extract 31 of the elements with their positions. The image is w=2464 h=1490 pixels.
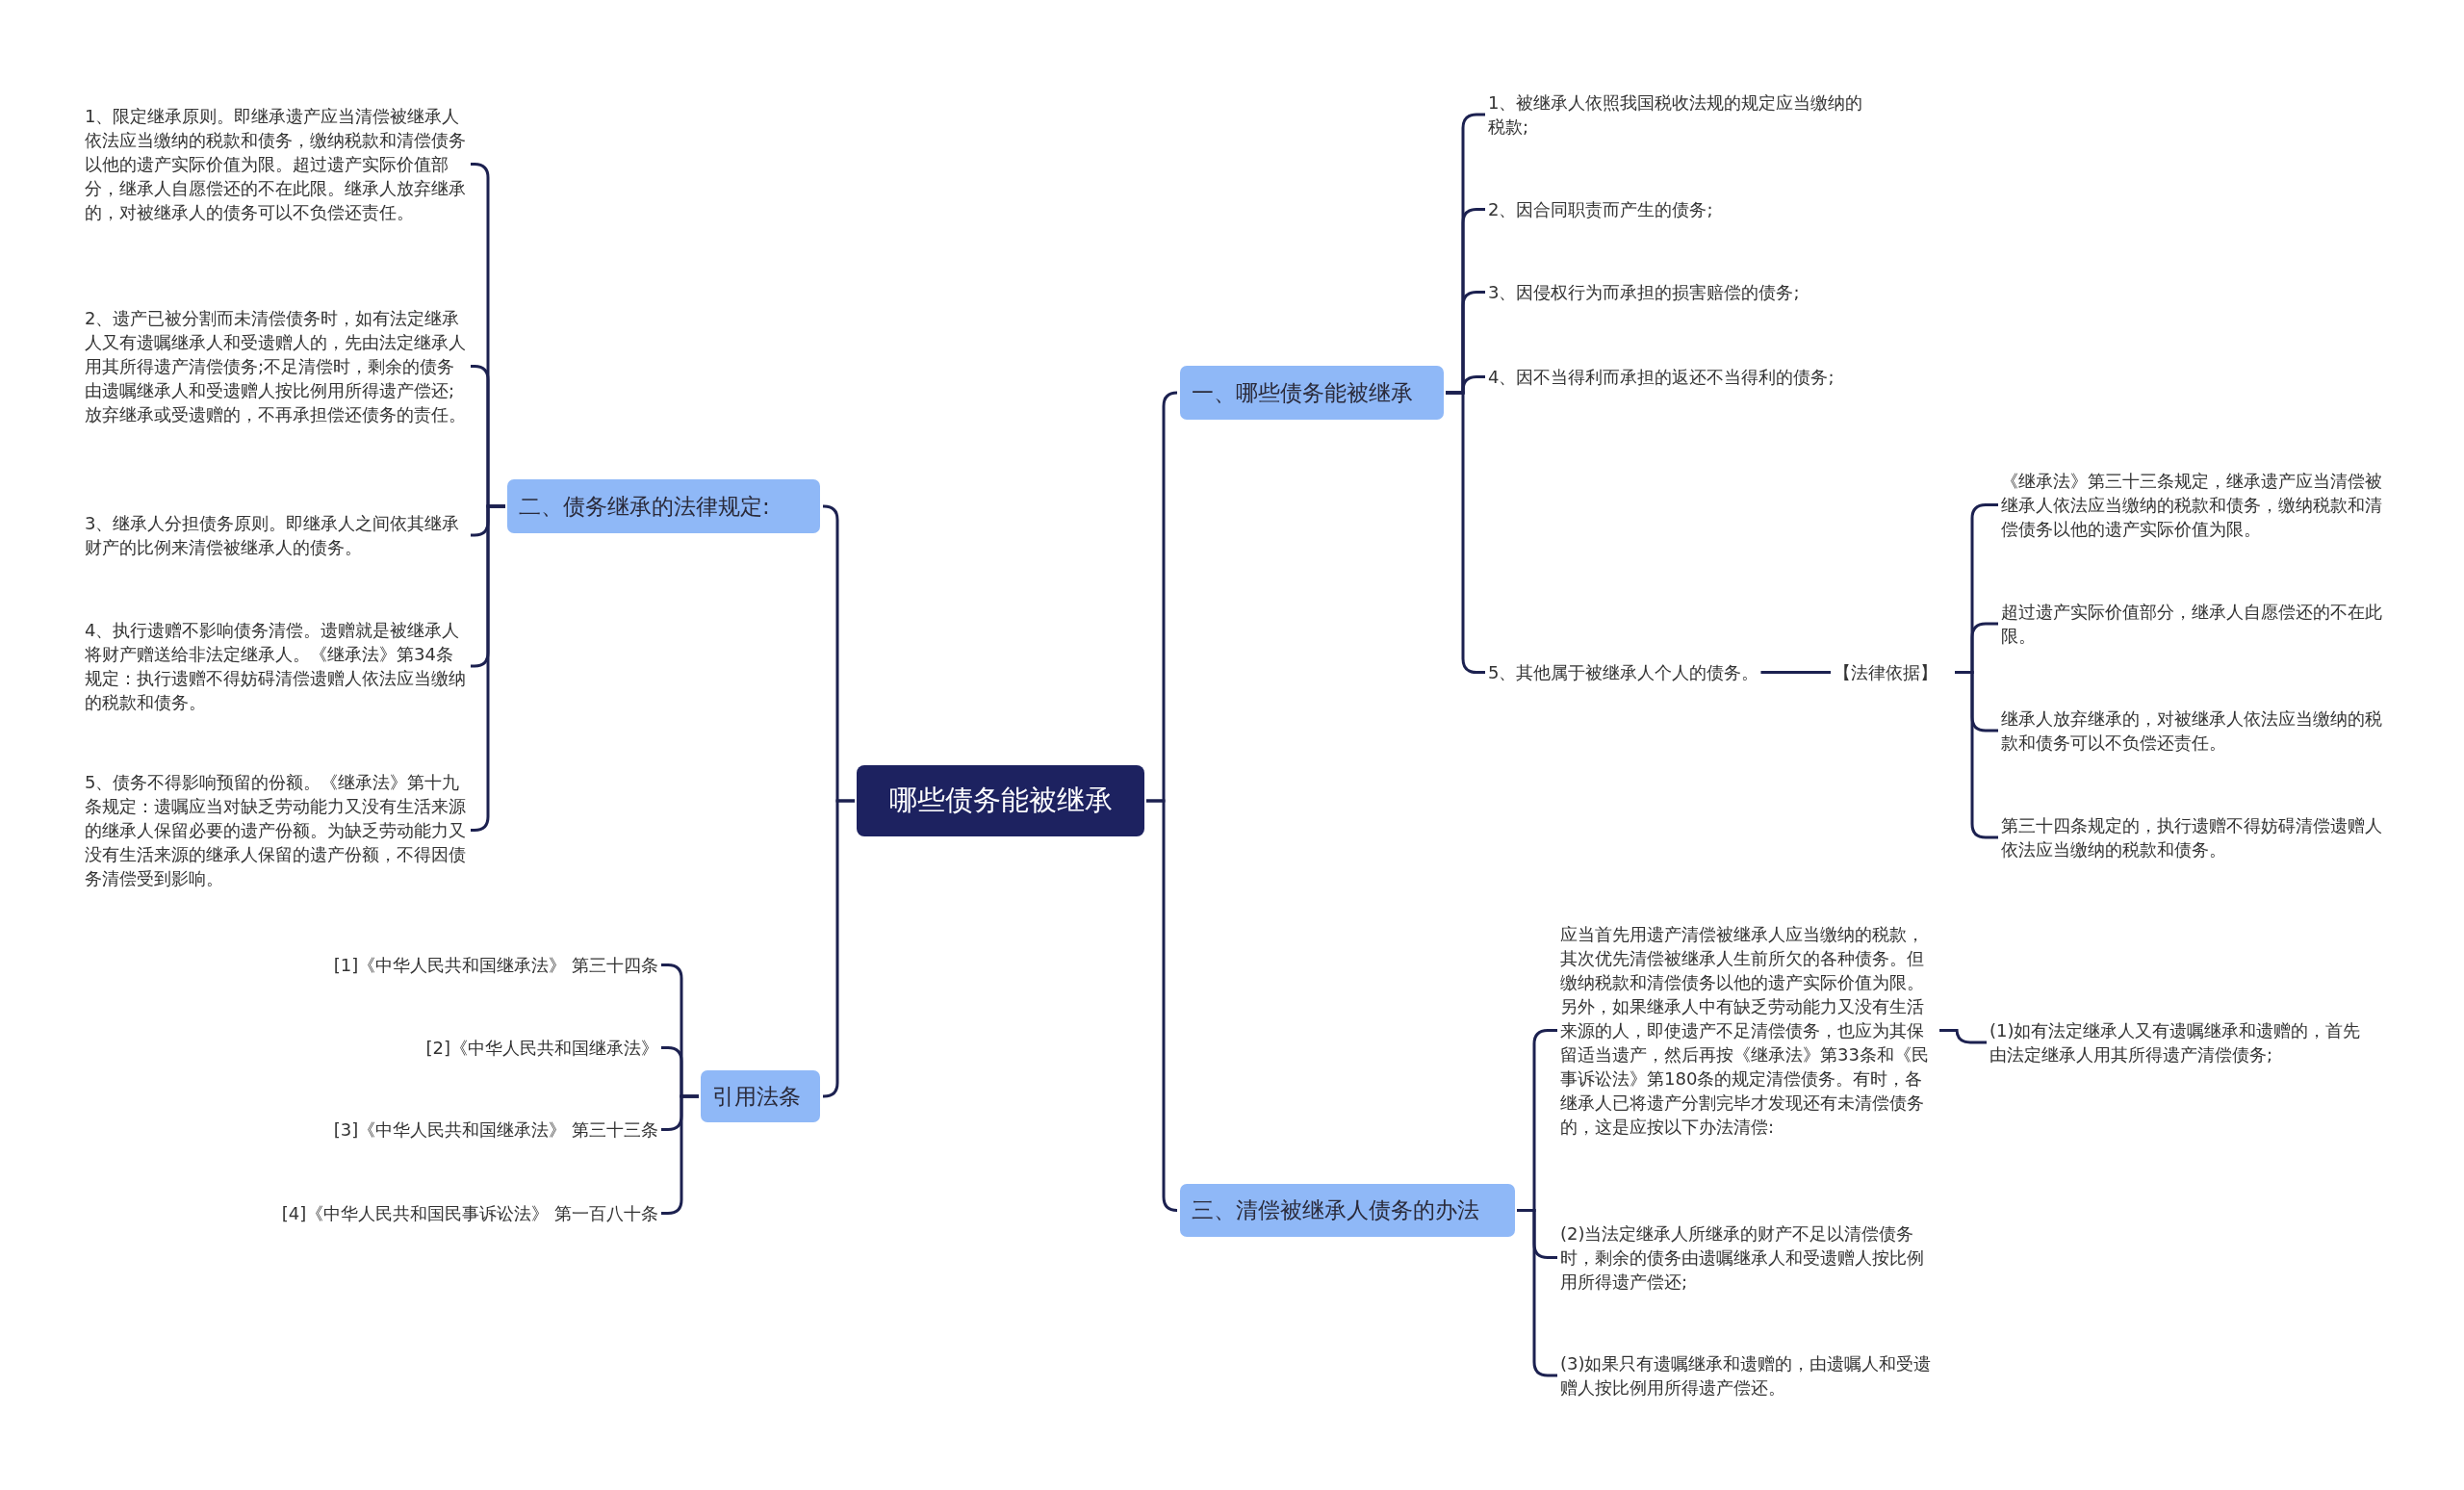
topic-text: 2、因合同职责而产生的债务;: [1488, 197, 1873, 221]
topic-box: 二、债务继承的法律规定:: [507, 479, 820, 533]
topic-text: 5、债务不得影响预留的份额。《继承法》第十九条规定：遗嘱应当对缺乏劳动能力又没有生活来源的继承人保留必要的遗产份额。为缺乏劳动能力又没有生活来源的继承人保留的遗产份额，不得因债务清偿受到影响。: [85, 770, 468, 890]
topic-text: 应当首先用遗产清偿被继承人应当缴纳的税款，其次优先清偿被继承人生前所欠的各种债务。但缴纳税款和清偿债务以他的遗产实际价值为限。另外，如果继承人中有缺乏劳动能力又没有生活来源的人，即使遗产不足清偿债务，也应为其保留适当遗产，然后再按《继承法》第33条和《民事诉讼法》第180条的规定清偿债务。有时，各继承人已将遗产分割完毕才发现还有未清偿债务的，这是应按以下办法清偿:: [1560, 922, 1938, 1139]
topic-box: 三、清偿被继承人债务的办法: [1180, 1184, 1515, 1237]
topic-text: 4、因不当得利而承担的返还不当得利的债务;: [1488, 365, 1873, 389]
topic-text: 第三十四条规定的，执行遗赠不得妨碍清偿遗赠人依法应当缴纳的税款和债务。: [2001, 813, 2386, 861]
topic-text: (2)当法定继承人所继承的财产不足以清偿债务时，剩余的债务由遗嘱继承人和受遗赠人按比例用所得遗产偿还;: [1560, 1221, 1938, 1294]
topic-text: 超过遗产实际价值部分，继承人自愿偿还的不在此限。: [2001, 600, 2386, 648]
topic-text: 继承人放弃继承的，对被继承人依法应当缴纳的税款和债务可以不负偿还责任。: [2001, 706, 2386, 755]
topic-text: 《继承法》第三十三条规定，继承遗产应当清偿被继承人依法应当缴纳的税款和债务，缴纳税款和清偿债务以他的遗产实际价值为限。: [2001, 469, 2386, 541]
topic-text: [3]《中华人民共和国继承法》 第三十三条: [333, 1118, 658, 1142]
topic-text: 4、执行遗赠不影响债务清偿。遗赠就是被继承人将财产赠送给非法定继承人。《继承法》第34条规定：执行遗赠不得妨碍清偿遗赠人依法应当缴纳的税款和债务。: [85, 618, 468, 714]
topic-text: 1、限定继承原则。即继承遗产应当清偿被继承人依法应当缴纳的税款和债务，缴纳税款和清偿债务以他的遗产实际价值为限。超过遗产实际价值部分，继承人自愿偿还的不在此限。继承人放弃继承的，对被继承人的债务可以不负偿还责任。: [85, 104, 468, 224]
topic-text: [4]《中华人民共和国民事诉讼法》 第一百八十条: [281, 1201, 658, 1225]
central-topic: 哪些债务能被继承: [857, 765, 1144, 836]
connector-line: [1146, 799, 1179, 1212]
topic-text: 2、遗产已被分割而未清偿债务时，如有法定继承人又有遗嘱继承人和受遗赠人的，先由法定继承人用其所得遗产清偿债务;不足清偿时，剩余的债务由遗嘱继承人和受遗赠人按比例用所得遗产偿还;放弃继承或受遗赠的，不再承担偿还债务的责任。: [85, 306, 468, 426]
connector-line: [1760, 671, 1831, 674]
topic-text: [1]《中华人民共和国继承法》 第三十四条: [333, 953, 658, 977]
topic-text: (1)如有法定继承人又有遗嘱继承和遗赠的，首先由法定继承人用其所得遗产清偿债务;: [1989, 1018, 2365, 1066]
topic-text: 3、因侵权行为而承担的损害赔偿的债务;: [1488, 280, 1873, 304]
topic-box: 一、哪些债务能被继承: [1180, 366, 1444, 420]
topic-text: 1、被继承人依照我国税收法规的规定应当缴纳的税款;: [1488, 90, 1873, 139]
topic-text: (3)如果只有遗嘱继承和遗赠的，由遗嘱人和受遗赠人按比例用所得遗产偿还。: [1560, 1351, 1938, 1400]
topic-box: 引用法条: [701, 1070, 820, 1122]
topic-text: 5、其他属于被继承人个人的债务。: [1488, 660, 1759, 684]
topic-text: 【法律依据】: [1834, 660, 1953, 684]
topic-text: 3、继承人分担债务原则。即继承人之间依其继承财产的比例来清偿被继承人的债务。: [85, 511, 468, 559]
topic-text: [2]《中华人民共和国继承法》: [425, 1036, 658, 1060]
connector-line: [1939, 1027, 1987, 1044]
